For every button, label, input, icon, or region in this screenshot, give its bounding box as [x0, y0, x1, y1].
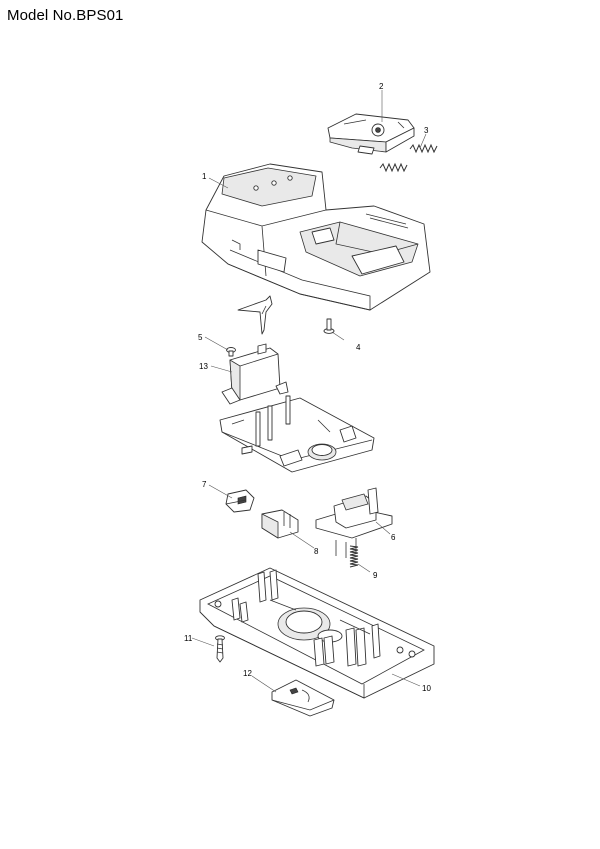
part-label-7: 7 [202, 480, 207, 489]
part-2-latch [327, 113, 415, 155]
part-9-spring [349, 545, 359, 568]
part-label-12: 12 [243, 669, 252, 678]
part-label-10: 10 [422, 684, 431, 693]
model-number-title: Model No.BPS01 [7, 7, 124, 24]
part-label-9: 9 [373, 571, 378, 580]
part-label-8: 8 [314, 547, 319, 556]
part-label-6: 6 [391, 533, 396, 542]
part-11-screw [215, 635, 225, 663]
part-label-11: 11 [184, 634, 193, 643]
part-8-switch-housing [261, 509, 299, 539]
part-label-2: 2 [379, 82, 384, 91]
part-7-switch [225, 489, 255, 513]
part-13-bracket [221, 343, 289, 405]
part-5-screw [226, 347, 236, 357]
part-label-1: 1 [202, 172, 207, 181]
part-label-3: 3 [424, 126, 429, 135]
contact-pin [237, 295, 273, 335]
leader-lines [191, 90, 427, 693]
part-label-13: 13 [199, 362, 208, 371]
part-3-springs [379, 143, 438, 173]
part-4-screw [323, 318, 335, 334]
part-6-connector-block [315, 487, 393, 558]
part-10-base-housing [199, 567, 435, 699]
part-label-5: 5 [198, 333, 203, 342]
part-12-battery-cover [271, 679, 335, 717]
part-label-4: 4 [356, 343, 361, 352]
part-1-upper-housing [201, 163, 431, 311]
part-number-labels: 2 3 1 4 5 13 7 6 8 9 11 10 12 [184, 82, 431, 693]
circuit-board [219, 395, 375, 473]
